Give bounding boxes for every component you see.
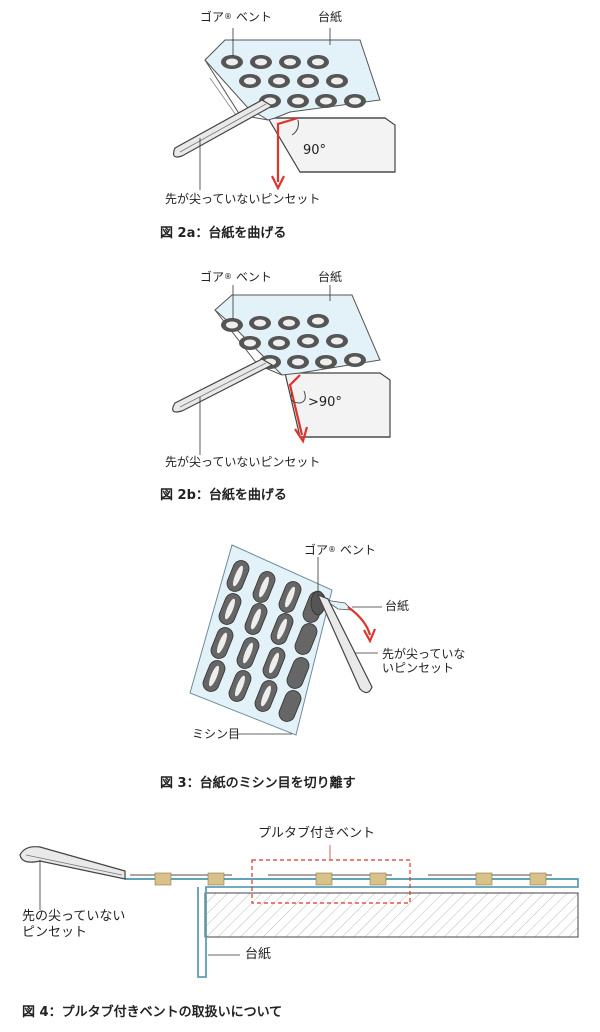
tweezers-label: 先が尖っていないピンセット: [165, 455, 321, 469]
tweezers-label: 先の尖っていない ピンセット: [22, 909, 126, 940]
tweezers-label: 先が尖っていな いピンセット: [382, 647, 466, 675]
figure-caption: 図 2b：台紙を曲げる: [160, 488, 287, 503]
tweezers-label: 先が尖っていないピンセット: [165, 192, 321, 206]
vent-label: ゴア® ベント: [304, 543, 376, 557]
figure-2a-illustration: [172, 28, 396, 191]
pulltab-vent-icons: [154, 872, 547, 886]
tweezers-icon: [316, 593, 373, 694]
pulltab-highlight-box: [251, 859, 411, 904]
backing-label: 台紙: [385, 599, 410, 613]
figure-3-illustration: [189, 544, 382, 736]
figure-caption: 図 4：プルタブ付きベントの取扱いについて: [22, 1005, 283, 1020]
figure-3: ゴア® ベント 台紙 先が尖っていな いピンセット ミシン目 図 3：台紙のミシ…: [0, 535, 600, 800]
figure-caption: 図 3：台紙のミシン目を切り離す: [160, 776, 356, 791]
perforation-label: ミシン目: [192, 727, 241, 741]
angle-label: >90°: [308, 395, 342, 410]
tweezers-icon: [19, 846, 126, 880]
tweezers-icon: [172, 358, 274, 413]
backing-label: 台紙: [318, 10, 343, 24]
vent-label: ゴア® ベント: [200, 270, 272, 284]
vent-label: ゴア® ベント: [200, 10, 272, 24]
figure-2a: ゴア® ベント 台紙 90° 先が尖っていないピンセット 図 2a：台紙を曲げる: [0, 0, 600, 245]
tweezers-icon: [172, 99, 274, 158]
vent-icons: [221, 55, 366, 108]
vent-icons: [221, 314, 366, 369]
bend-arrow-icon: [288, 374, 304, 436]
angle-label: 90°: [303, 143, 327, 158]
backing-label: 台紙: [245, 947, 272, 962]
backing-label: 台紙: [318, 270, 343, 284]
figure-caption: 図 2a：台紙を曲げる: [160, 226, 287, 241]
figure-4-illustration: [19, 845, 579, 978]
figure-4: プルタブ付きベント 先の尖っていない ピンセット 台紙 図 4：プルタブ付きベン…: [0, 815, 600, 1032]
pulltab-label: プルタブ付きベント: [258, 826, 376, 841]
bend-arrow-icon: [276, 116, 299, 182]
peel-arrow-icon: [347, 606, 372, 636]
figure-2b-illustration: [172, 285, 391, 455]
figure-2b: ゴア® ベント 台紙 >90° 先が尖っていないピンセット 図 2b：台紙を曲げ…: [0, 265, 600, 510]
